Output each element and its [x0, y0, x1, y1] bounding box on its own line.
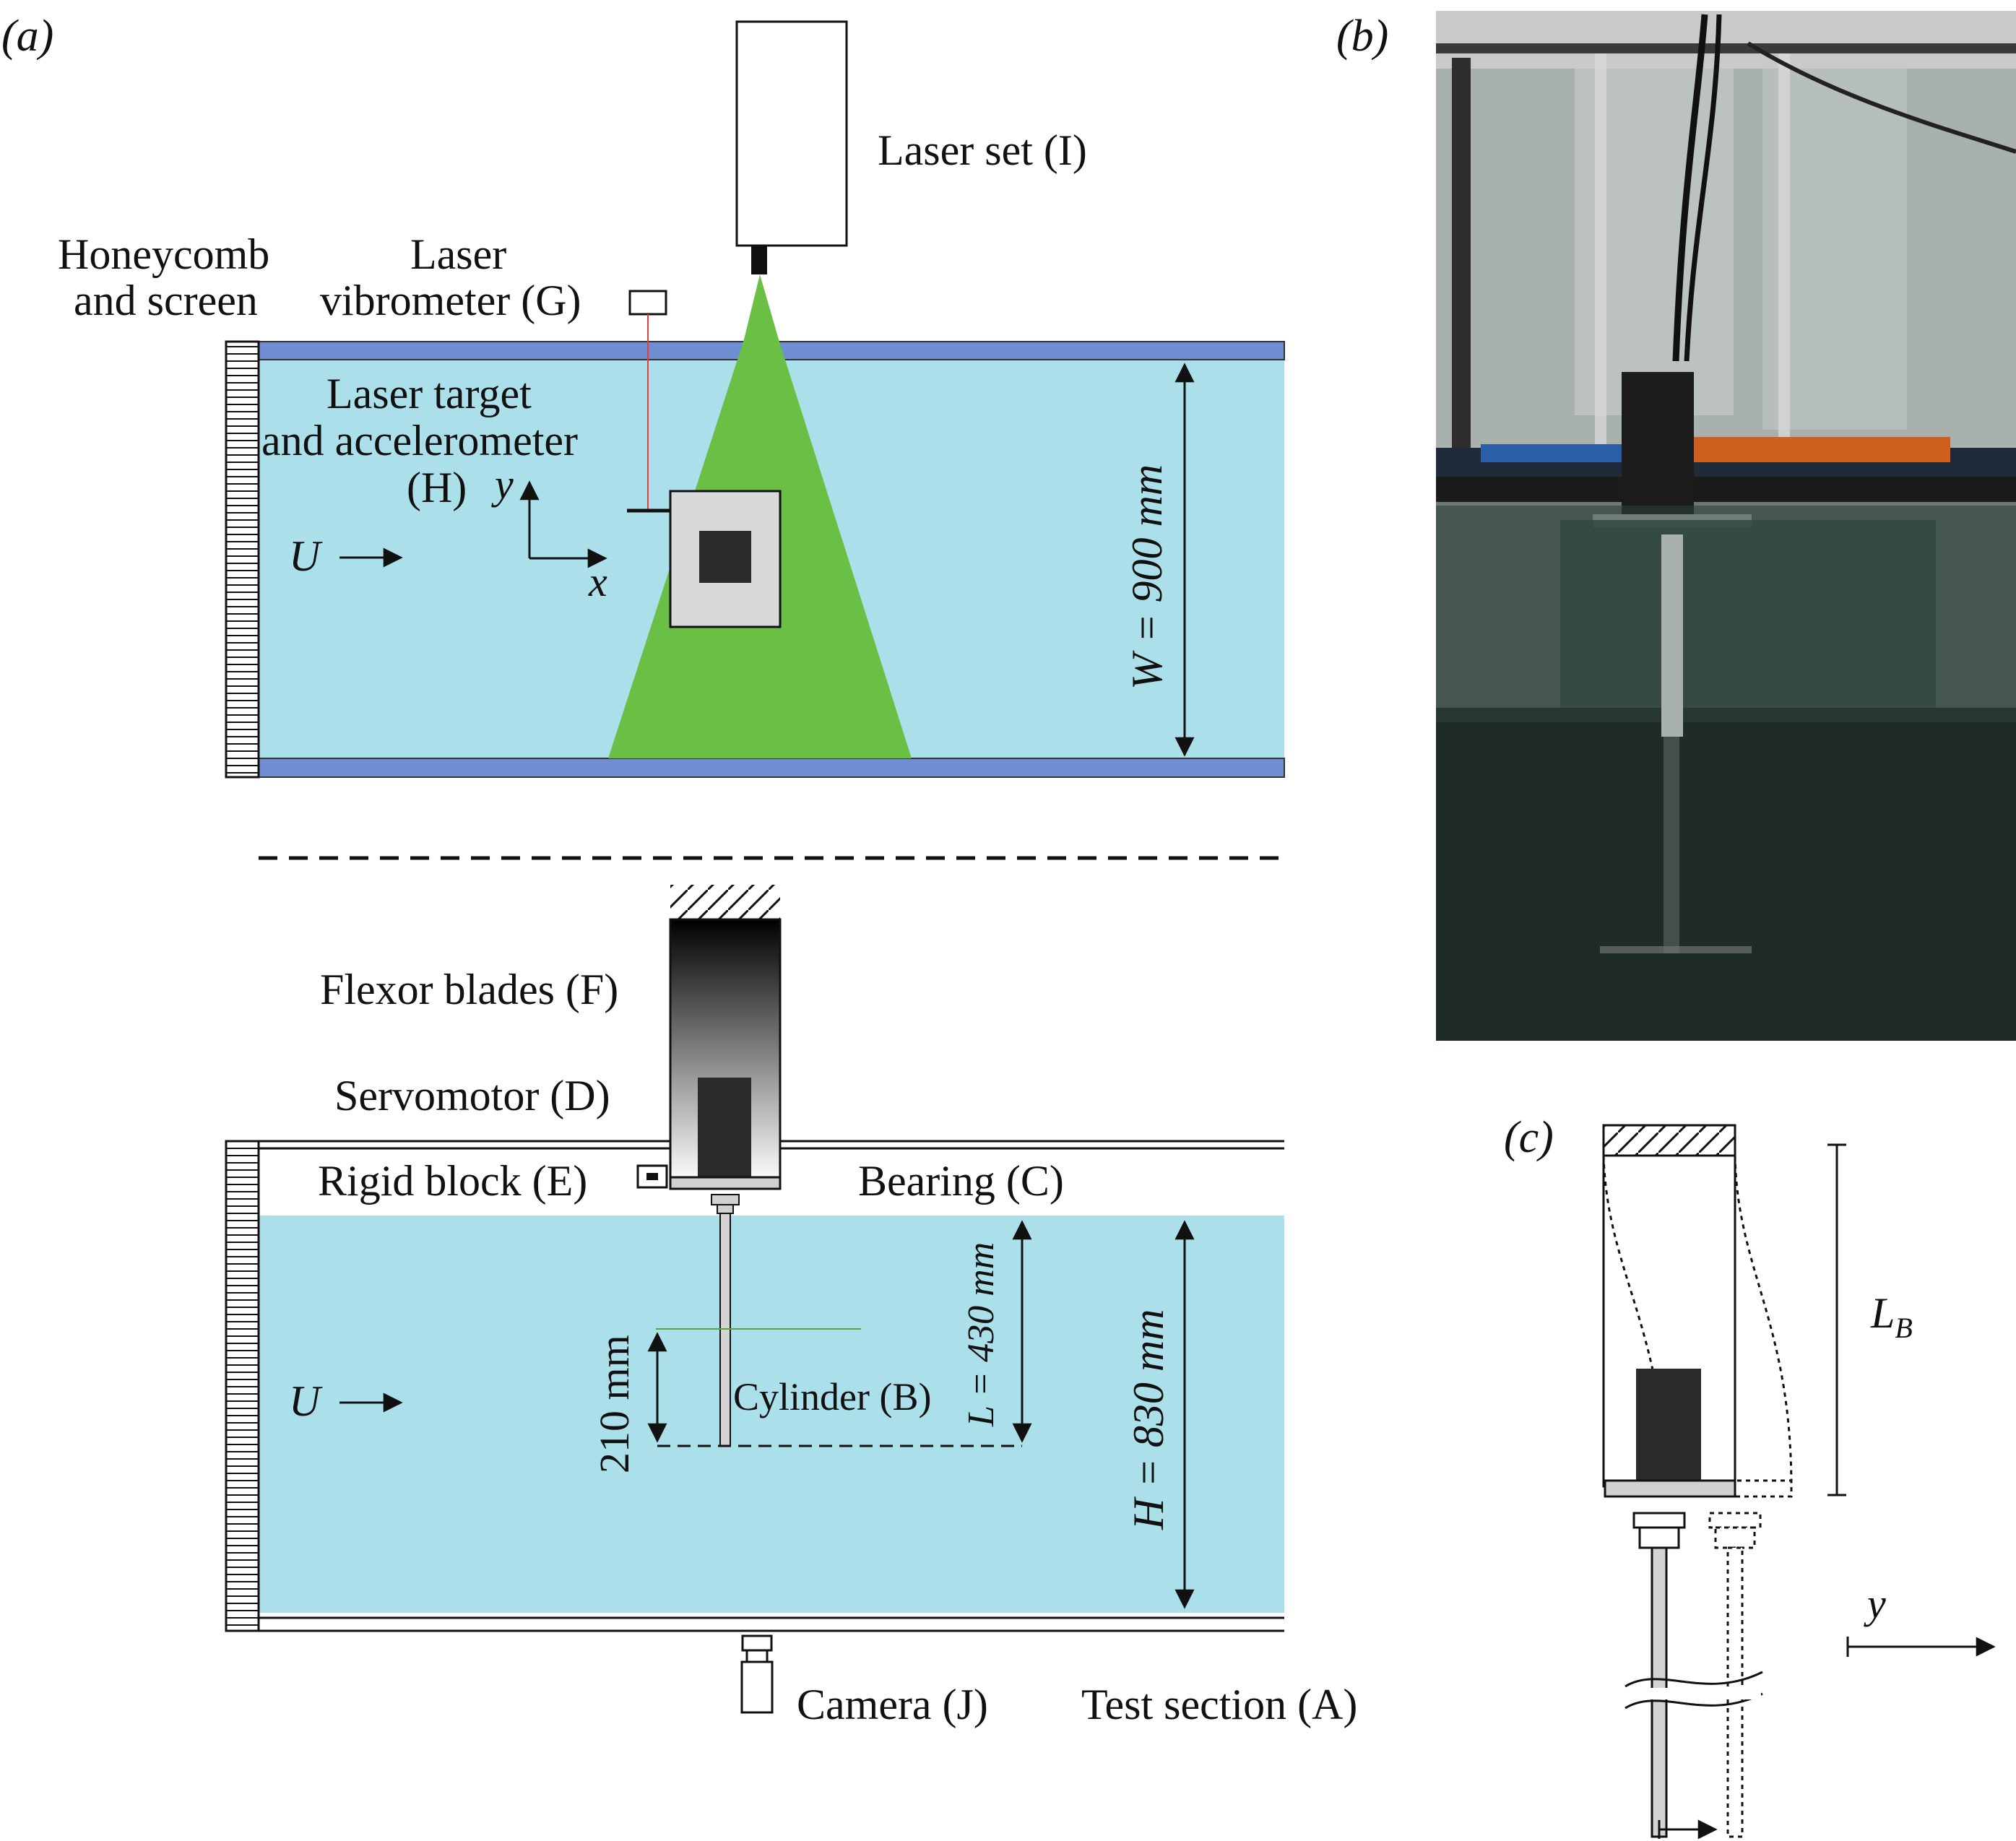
servomotor-c	[1636, 1369, 1701, 1484]
camera	[740, 1634, 774, 1714]
servomotor-label: Servomotor (D)	[334, 1072, 610, 1119]
test-section-label: Test section (A)	[1081, 1681, 1357, 1728]
laser-nozzle	[751, 246, 767, 274]
flexor-label: Flexor blades (F)	[320, 966, 618, 1013]
target-label-line3: (H)	[407, 464, 467, 511]
honeycomb-label-line1: Honeycomb	[58, 230, 269, 278]
bearing-label: Bearing (C)	[858, 1157, 1064, 1205]
cylinder-top-view	[699, 531, 751, 583]
honeycomb-label-line2: and screen	[74, 277, 258, 324]
camera-label: Camera (J)	[797, 1681, 988, 1728]
panel-a-label: (a)	[1, 12, 53, 61]
height-dimension-label: H = 830 mm	[1125, 1309, 1172, 1530]
rigid-block-label: Rigid block (E)	[318, 1157, 587, 1205]
vibrometer-label-line1: Laser	[410, 230, 506, 278]
bearing-plate	[669, 1176, 782, 1190]
depth-dimension-label: 210 mm	[591, 1335, 638, 1473]
panel-c-schematic: (c) LB y	[1504, 1113, 1996, 1840]
water-side-view	[259, 1216, 1284, 1613]
panel-b-photo: (b)	[1336, 11, 2016, 1041]
bearing	[711, 1194, 740, 1205]
panel-a-top-view: (a) Laser set (I) Honeycomb and screen L…	[1, 12, 1285, 779]
vibrometer-label-line2: vibrometer (G)	[320, 277, 581, 324]
x-axis-label: x	[588, 558, 607, 605]
photo-servomotor	[1622, 372, 1694, 516]
channel-wall-bottom	[258, 758, 1285, 778]
photo-water	[1436, 708, 2016, 1041]
laser-set-label: Laser set (I)	[878, 126, 1087, 174]
vibrometer-box	[628, 290, 667, 316]
panel-b-label: (b)	[1336, 12, 1388, 61]
panel-a-side-view: Flexor blades (F) Servomotor (D) Rigid b…	[225, 885, 1357, 1728]
honeycomb-screen-side	[225, 1140, 260, 1632]
photo-frame-post	[1452, 58, 1471, 477]
y-axis-label: y	[491, 461, 514, 508]
blade-length-label: LB	[1870, 1289, 1913, 1344]
fixed-support-hatch	[1604, 1125, 1735, 1156]
laser-set-box	[735, 20, 848, 247]
length-dimension-label: L = 430 mm	[961, 1242, 1002, 1427]
target-label-line2: and accelerometer	[261, 417, 578, 464]
deflected-blade-left	[1602, 1155, 1669, 1489]
y-axis-label-c: y	[1864, 1580, 1886, 1627]
rigid-block	[636, 1164, 668, 1189]
flow-u-label-top: U	[289, 532, 323, 580]
servomotor	[698, 1078, 751, 1177]
panel-c-label: (c)	[1504, 1113, 1554, 1162]
honeycomb-screen-top	[225, 340, 260, 779]
deflected-blade-right	[1734, 1155, 1793, 1489]
photo-cylinder	[1661, 534, 1683, 737]
width-dimension-label: W = 900 mm	[1123, 464, 1171, 690]
flow-u-label-side: U	[289, 1377, 323, 1425]
fixed-ceiling-hatch	[670, 885, 780, 919]
target-label-line1: Laser target	[326, 370, 532, 417]
cylinder-label: Cylinder (B)	[733, 1375, 931, 1418]
